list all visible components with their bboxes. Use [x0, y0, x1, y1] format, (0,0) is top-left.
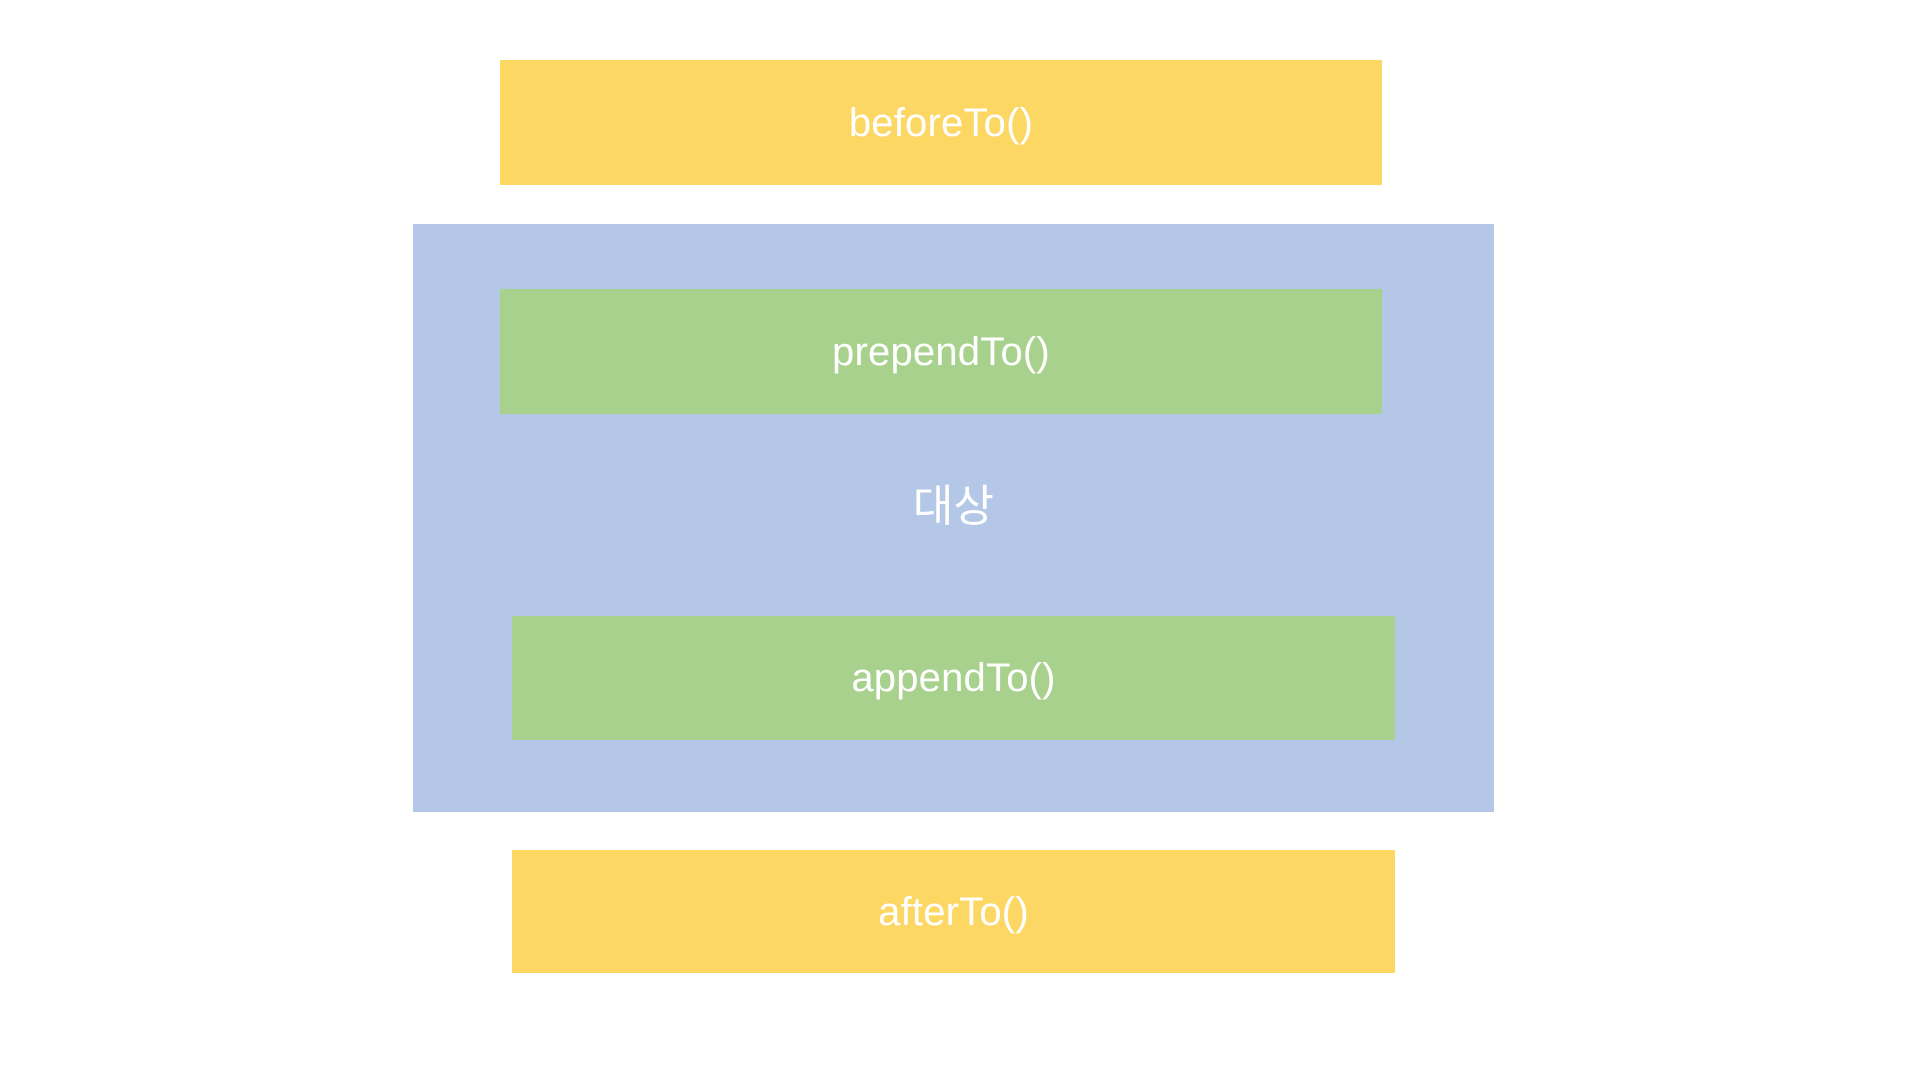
- box-append-to-label: appendTo(): [851, 656, 1056, 700]
- box-prepend-to-label: prependTo(): [832, 329, 1050, 374]
- box-after-to-label: afterTo(): [878, 889, 1029, 934]
- box-target-container: prependTo() 대상 appendTo(): [413, 224, 1494, 812]
- box-target-label-wrap: 대상: [413, 476, 1494, 538]
- box-append-to: appendTo(): [512, 616, 1395, 740]
- box-target-label: 대상: [912, 482, 995, 531]
- box-after-to: afterTo(): [512, 850, 1395, 973]
- box-before-to-label: beforeTo(): [848, 100, 1034, 145]
- box-before-to: beforeTo(): [500, 60, 1382, 185]
- box-prepend-to: prependTo(): [500, 289, 1382, 414]
